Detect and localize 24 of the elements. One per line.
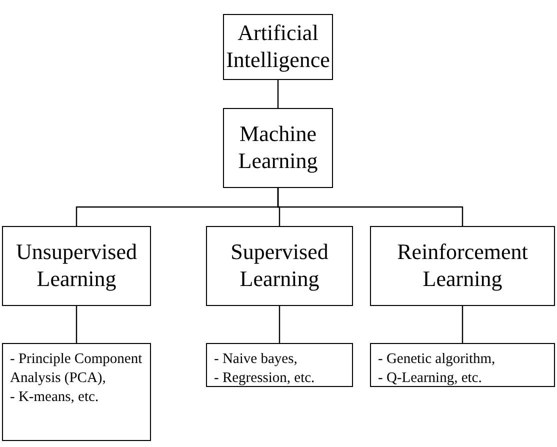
examples-box [206, 343, 353, 387]
list-item: - K-means, etc. [10, 388, 99, 407]
category-box [206, 226, 353, 306]
connector-line [462, 306, 464, 343]
list-item: - Regression, etc. [214, 368, 315, 388]
connector-line [76, 306, 78, 343]
connector-line [278, 306, 280, 343]
category-box [223, 14, 333, 80]
examples-box [370, 343, 555, 387]
list-item: - Genetic algorithm, [378, 350, 496, 369]
examples-box [2, 343, 151, 441]
list-item: - Q-Learning, etc. [378, 368, 482, 388]
connector-line [277, 188, 464, 226]
box-title: Supervised Learning [230, 239, 330, 293]
category-box [370, 226, 555, 306]
list-item: - Naive bayes, [214, 350, 298, 369]
box-title: Artificial Intelligence [225, 20, 331, 74]
box-title: Reinforcement Learning [396, 239, 529, 293]
connector-line [277, 80, 279, 108]
box-title: Machine Learning [237, 121, 319, 175]
category-box [223, 108, 333, 188]
category-box [2, 226, 151, 306]
box-title: Unsupervised Learning [15, 239, 138, 293]
list-item: - Principle Component Analysis (PCA), [10, 350, 143, 388]
